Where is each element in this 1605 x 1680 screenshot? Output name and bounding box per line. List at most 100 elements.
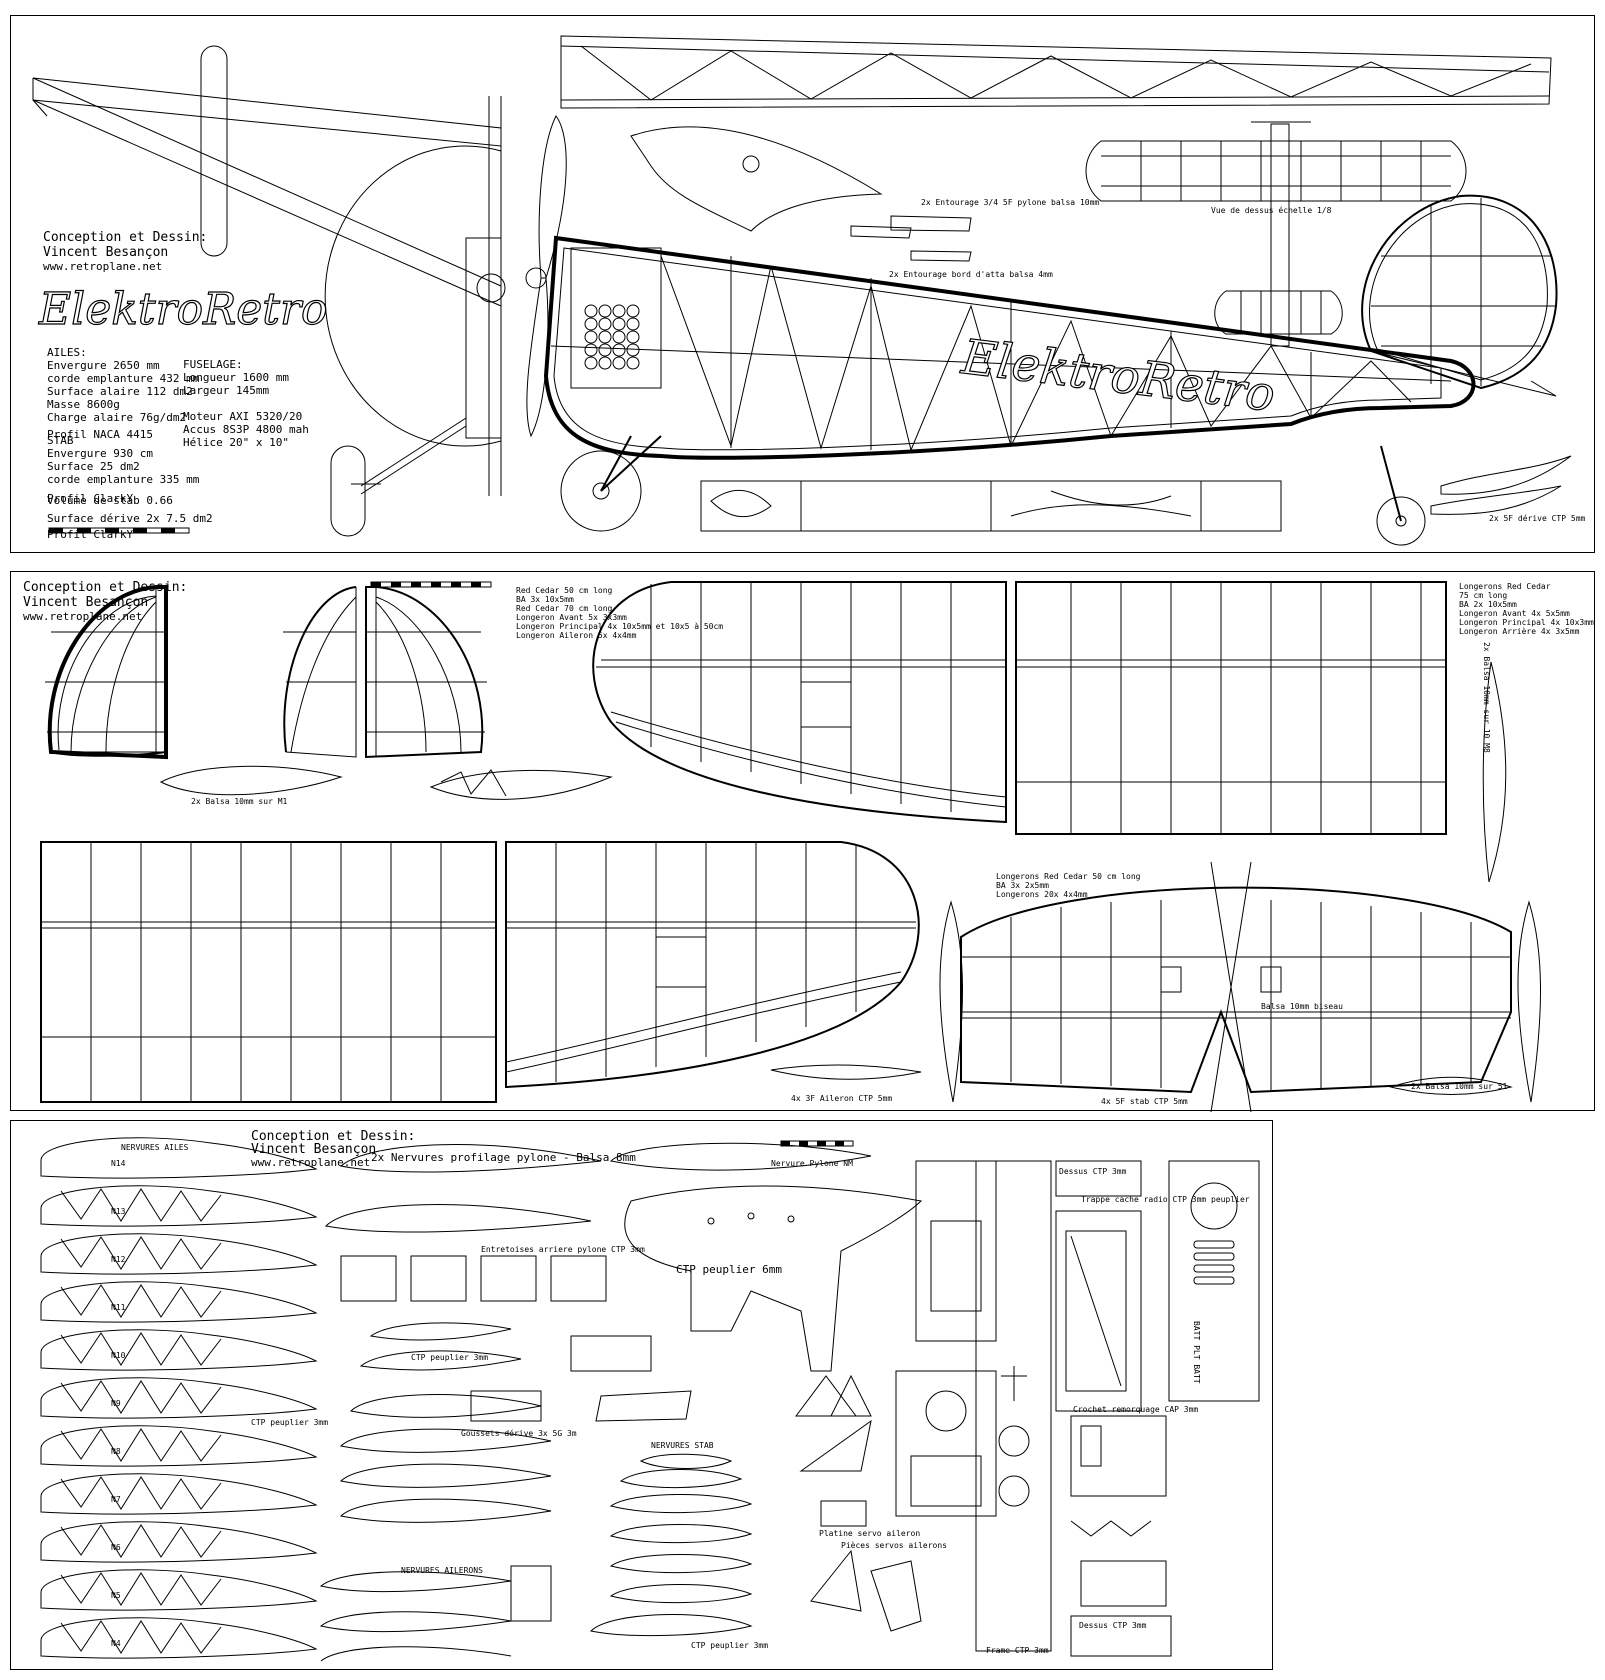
fuselage-specs: FUSELAGE: Longueur 1600 mm Largeur 145mm… — [183, 358, 309, 449]
label-tip: 2x Balsa 10mm sur 51 — [1411, 1082, 1508, 1091]
label-stab-ba: 2x Balsa 10mm sur M1 — [191, 797, 288, 806]
scale-bar — [48, 527, 190, 534]
wing-stab-drawing — [40, 581, 1542, 1113]
rib-label: N13 — [111, 1207, 126, 1216]
wing-line: Profil NACA 4415 — [47, 428, 153, 441]
rib-label: N7 — [111, 1495, 121, 1504]
frame-label: Frame CTP 3mm — [986, 1646, 1049, 1655]
top-view — [1085, 121, 1467, 347]
ctp-poplar-6: CTP peuplier 6mm — [676, 1263, 782, 1276]
wing-panel-left-bottom — [40, 841, 497, 1103]
ctp-poplar-3c: CTP peuplier 3mm — [691, 1641, 769, 1650]
rib-label: N11 — [111, 1303, 126, 1312]
note-topview: Vue de dessus échelle 1/8 — [1211, 206, 1332, 215]
cover-label: Trappe cache radio CTP 3mm peuplier — [1081, 1195, 1250, 1204]
label-aileron: 4x 3F Aileron CTP 5mm — [791, 1094, 893, 1103]
rib-label: N10 — [111, 1351, 126, 1360]
rib-label: N8 — [111, 1447, 121, 1456]
pylon-label: Nervure Pylone NM — [771, 1159, 853, 1168]
label-stab-tip: 4x 5F stab CTP 5mm — [1101, 1097, 1188, 1106]
parts-strip — [700, 480, 1282, 532]
rib-label: N5 — [111, 1591, 121, 1600]
stab-line: Surface 25 dm2 — [47, 460, 140, 473]
battery-label: BATT PLT BATT — [1192, 1321, 1201, 1384]
pylon-ribs-label: 2x Nervures profilage pylone - Balsa 8mm — [371, 1151, 636, 1164]
pylon-side — [630, 126, 972, 262]
plan-sheet-ribs-parts: Conception et Dessin: Vincent Besançon w… — [10, 1120, 1273, 1670]
stab-spar-note: Longerons Red Cedar 50 cm long — [996, 872, 1141, 881]
fixation-label: Pièces servos ailerons — [841, 1541, 947, 1550]
label-spar: Balsa 10mm biseau — [1261, 1002, 1343, 1011]
rudder-pair — [45, 585, 613, 800]
wing-strut-plan — [560, 35, 1552, 109]
wing-line: Surface alaire 112 dm2 — [47, 385, 193, 398]
note-tail: 2x Entourage bord d'atta balsa 4mm — [889, 270, 1053, 279]
logo: ElektroRetro — [38, 283, 328, 335]
wing-ribs — [40, 1137, 318, 1659]
fin-profile: Profil ClarkY — [47, 528, 134, 541]
plan-sheet-wing-stab: Conception et Dessin: Vincent Besançon w… — [10, 571, 1595, 1113]
rib-label: N12 — [111, 1255, 126, 1264]
label-wing-tip: 2x Balsa 10mm sur 10 M8 — [1482, 642, 1491, 753]
rudder — [1361, 194, 1572, 515]
stab-line: Profil ClarkY — [47, 492, 134, 505]
stab-heading: STAB — [47, 434, 74, 447]
wing-panel-right-top — [1015, 581, 1507, 883]
spar-note: Longeron Principal 4x 10x3mm — [1459, 618, 1594, 627]
stab-specs: STAB Envergure 930 cm Surface 25 dm2 cor… — [47, 434, 199, 505]
spar-note: Red Cedar 50 cm long — [516, 586, 613, 595]
credit-title-3: Conception et Dessin: — [251, 1129, 416, 1144]
gusset-label: Goussets dérive 3x 5G 3m — [461, 1429, 577, 1438]
fuselage-line: Accus 8S3P 4800 mah — [183, 423, 309, 436]
fuselage-side — [543, 235, 1476, 460]
misc-parts — [795, 1160, 1260, 1657]
rib-label: N4 — [111, 1639, 121, 1648]
scale-bar-2 — [370, 581, 492, 588]
fin-surface: Surface dérive 2x 7.5 dm2 — [47, 512, 213, 525]
nervures-stab: NERVURES STAB — [651, 1441, 714, 1450]
credit-author-2: Vincent Besançon — [23, 595, 149, 610]
fuselage-heading: FUSELAGE: — [183, 358, 243, 371]
note-fin: 2x 5F dérive CTP 5mm — [1489, 514, 1586, 523]
stab-line: corde emplanture 335 mm — [47, 473, 200, 486]
hook-label: Crochet remorquage CAP 3mm — [1073, 1405, 1199, 1414]
scale-bar-3 — [780, 1140, 854, 1147]
wing-panel-right-bottom — [505, 841, 922, 1089]
pylon-plate — [570, 1142, 923, 1637]
spar-note: BA 2x 10x5mm — [1459, 600, 1517, 609]
stab-volume: Volume de stab 0.66 — [47, 494, 173, 507]
spar-notes-left: Red Cedar 50 cm long BA 3x 10x5mm Red Ce… — [516, 586, 723, 640]
credit-title-2: Conception et Dessin: — [23, 580, 188, 595]
credit-url-3: www.retroplane.net — [251, 1156, 371, 1169]
credit-url-2: www.retroplane.net — [23, 610, 143, 623]
spar-note: Longeron Principal 4x 10x5mm et 10x5 à 5… — [516, 622, 724, 631]
hatch-top-label: Dessus CTP 3mm — [1059, 1167, 1127, 1176]
nervures-title: NERVURES AILES — [121, 1143, 189, 1152]
spar-note: Longeron Avant 5x 3x3mm — [516, 613, 627, 622]
fuselage-line: Longueur 1600 mm — [183, 371, 289, 384]
fuselage-line: Largeur 145mm — [183, 384, 270, 397]
hatch-top2-label: Dessus CTP 3mm — [1079, 1621, 1147, 1630]
fuselage-line — [183, 397, 309, 410]
landing-gear — [560, 435, 1426, 546]
credit-author-3: Vincent Besançon — [251, 1142, 377, 1157]
wing-line: Masse 8600g — [47, 398, 120, 411]
nervures-ailerons: NERVURES AILERONS — [401, 1566, 483, 1575]
spar-note: BA 3x 10x5mm — [516, 595, 574, 604]
pylon-ribs — [319, 1144, 607, 1662]
front-view — [32, 45, 506, 537]
fuselage-line: Moteur AXI 5320/20 — [183, 410, 303, 423]
spar-note: Red Cedar 70 cm long — [516, 604, 613, 613]
rib-label: N14 — [111, 1159, 126, 1168]
ctp-poplar-3: CTP peuplier 3mm — [251, 1418, 329, 1427]
spacers-label: Entretoises arriere pylone CTP 3mm — [481, 1245, 645, 1254]
fuselage-line: Hélice 20" x 10" — [183, 436, 289, 449]
spar-note: Longeron Arrière 4x 3x5mm — [1459, 627, 1580, 636]
propeller — [525, 115, 567, 438]
stab-spar-notes: Longerons Red Cedar 50 cm long BA 3x 2x5… — [996, 872, 1141, 899]
side-view-drawing — [32, 35, 1572, 546]
wing-heading: AILES: — [47, 346, 87, 359]
plan-sheet-side-view: Conception et Dessin: Vincent Besançon w… — [10, 15, 1595, 553]
rib-label: N9 — [111, 1399, 121, 1408]
wing-specs: AILES: Envergure 2650 mm corde emplantur… — [47, 346, 199, 441]
